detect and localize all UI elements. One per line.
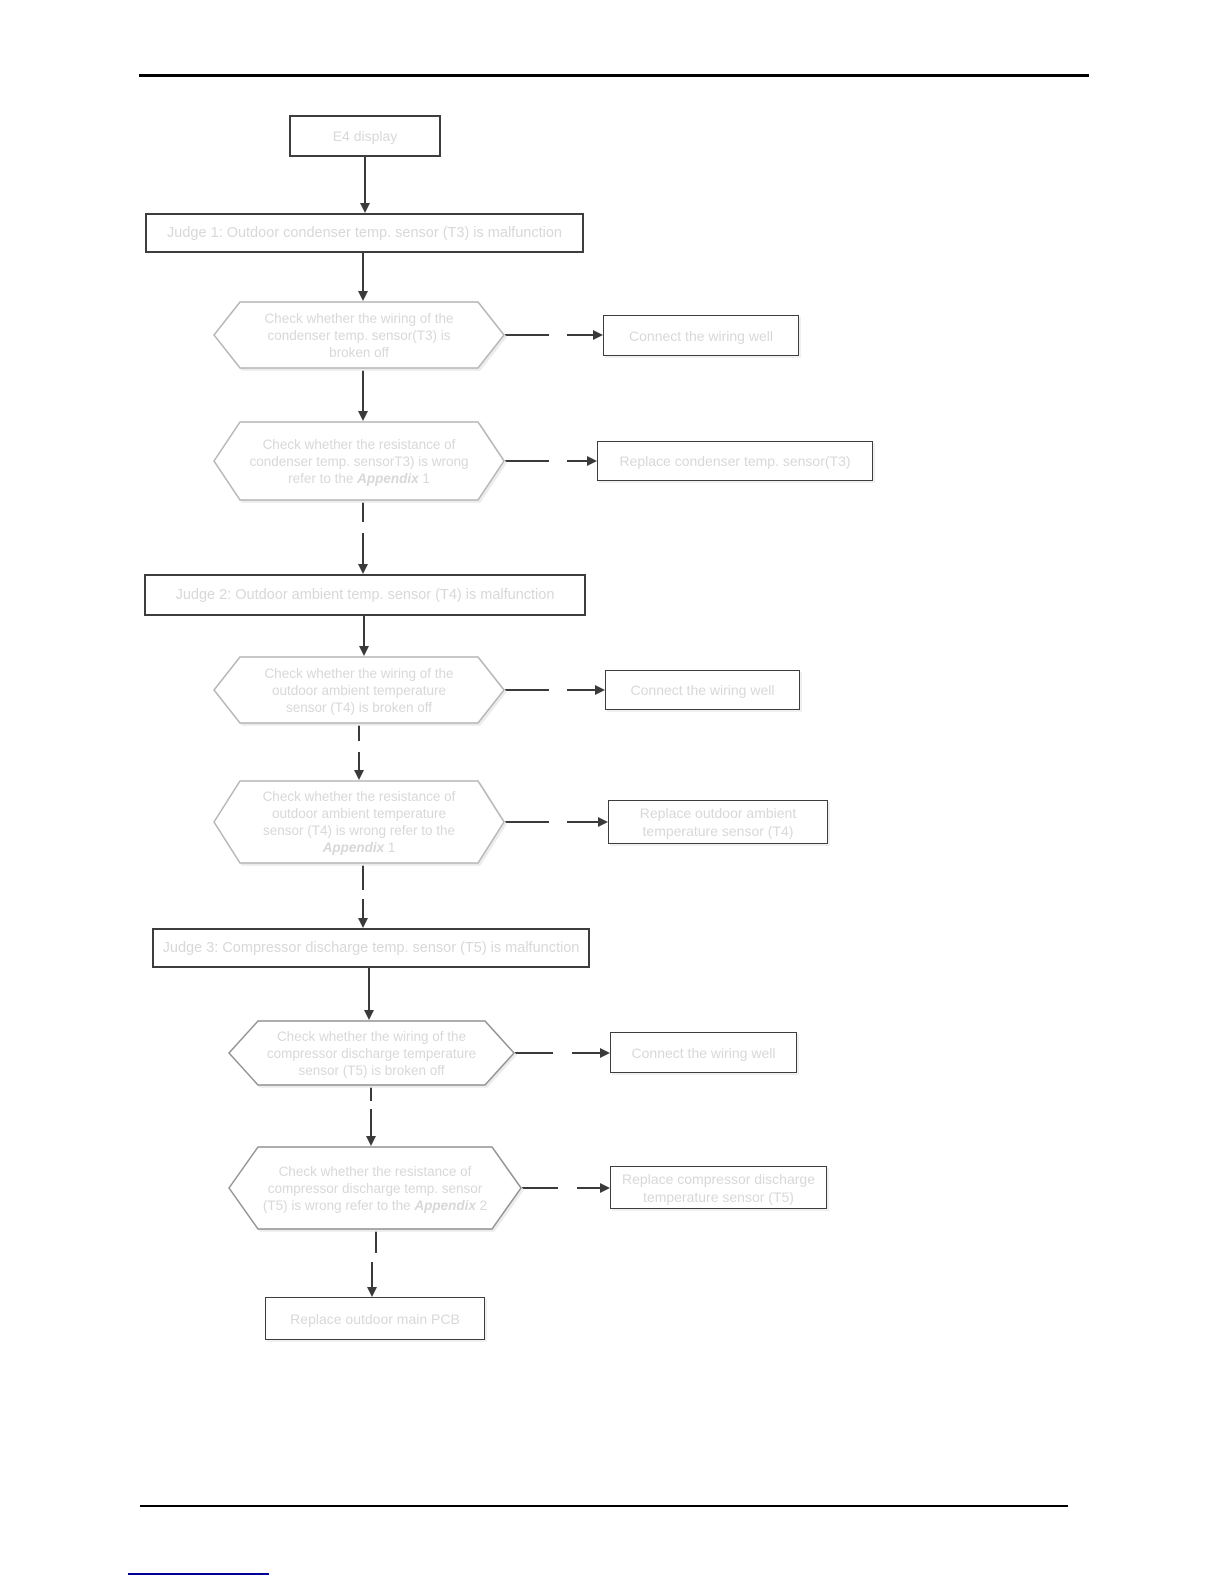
node-check-resistance-t5: Check whether the resistance of compress… xyxy=(228,1146,522,1230)
text-segment: 1 xyxy=(418,470,430,486)
node-check-wiring-t5: Check whether the wiring of the compress… xyxy=(228,1020,515,1086)
text-line: (T5) is wrong refer to the Appendix 2 xyxy=(263,1197,487,1214)
node-connect-wiring-3: Connect the wiring well xyxy=(610,1032,797,1073)
hexagon-shape xyxy=(213,301,505,369)
text-line: compressor discharge temperature xyxy=(266,1045,477,1061)
text-line: Check whether the resistance of xyxy=(262,789,456,804)
node-label: Connect the wiring well xyxy=(630,682,775,698)
text-segment: (T5) is wrong refer to the xyxy=(262,1197,415,1213)
text-line: Check whether the resistance of xyxy=(262,436,456,452)
node-replace-sensor-t5: Replace compressor discharge temperature… xyxy=(610,1166,827,1209)
node-judge1: Judge 1: Outdoor condenser temp. sensor … xyxy=(145,213,584,253)
text-segment-emphasis: Appendix xyxy=(322,840,385,855)
node-label: Judge 2: Outdoor ambient temp. sensor (T… xyxy=(175,587,555,603)
text-segment-emphasis: Appendix xyxy=(357,470,419,486)
text-segment-emphasis: Appendix xyxy=(414,1197,476,1213)
node-label: Replace compressor discharge xyxy=(622,1170,815,1187)
hexagon-shape xyxy=(228,1146,522,1230)
node-text: Check whether the wiring of the condense… xyxy=(213,301,505,369)
node-e4-display: E4 display xyxy=(289,115,441,157)
node-text: Check whether the wiring of the outdoor … xyxy=(213,656,505,724)
node-text: Check whether the resistance of outdoor … xyxy=(213,780,505,864)
node-replace-sensor-t4: Replace outdoor ambient temperature sens… xyxy=(608,800,828,844)
node-label: Connect the wiring well xyxy=(629,327,773,344)
node-connect-wiring-2: Connect the wiring well xyxy=(605,670,800,710)
text-line: broken off xyxy=(329,344,389,360)
node-label: Replace outdoor main PCB xyxy=(290,1310,460,1327)
node-label: Judge 1: Outdoor condenser temp. sensor … xyxy=(167,225,562,241)
node-check-wiring-t3: Check whether the wiring of the condense… xyxy=(213,301,505,369)
hexagon-shape xyxy=(213,421,505,501)
text-line: refer to the Appendix 1 xyxy=(288,470,430,487)
text-line: sensor (T5) is broken off xyxy=(298,1062,445,1078)
hexagon-shape xyxy=(213,780,505,864)
text-line: sensor (T4) is broken off xyxy=(285,699,433,715)
node-text: Check whether the wiring of the compress… xyxy=(228,1020,515,1086)
footer-rule xyxy=(140,1505,1068,1507)
text-line: Check whether the wiring of the xyxy=(264,665,454,681)
node-judge2: Judge 2: Outdoor ambient temp. sensor (T… xyxy=(144,574,586,616)
node-replace-main-pcb: Replace outdoor main PCB xyxy=(265,1297,485,1340)
text-segment: 2 xyxy=(475,1197,488,1213)
node-connect-wiring-1: Connect the wiring well xyxy=(603,315,799,356)
text-line: sensor (T4) is wrong refer to the xyxy=(262,823,456,838)
text-line: condenser temp. sensor(T3) is xyxy=(267,327,451,343)
node-judge3: Judge 3: Compressor discharge temp. sens… xyxy=(152,928,590,968)
node-label: temperature sensor (T4) xyxy=(642,823,794,839)
node-label: E4 display xyxy=(332,128,398,144)
node-label: Connect the wiring well xyxy=(631,1044,776,1061)
text-line: Check whether the resistance of xyxy=(278,1163,472,1179)
footer-link[interactable] xyxy=(128,1573,269,1575)
text-line: condenser temp. sensorT3) is wrong xyxy=(249,453,469,469)
node-text: Check whether the resistance of compress… xyxy=(228,1146,522,1230)
text-line: outdoor ambient temperature xyxy=(271,806,447,821)
text-line: outdoor ambient temperature xyxy=(271,682,447,698)
node-text: Check whether the resistance of condense… xyxy=(213,421,505,501)
node-check-wiring-t4: Check whether the wiring of the outdoor … xyxy=(213,656,505,724)
text-line: Check whether the wiring of the xyxy=(276,1028,467,1044)
node-replace-sensor-t3: Replace condenser temp. sensor(T3) xyxy=(597,441,873,481)
text-segment: 1 xyxy=(384,840,396,855)
node-label: Replace condenser temp. sensor(T3) xyxy=(619,453,851,469)
text-line: Appendix 1 xyxy=(323,839,396,856)
header-rule xyxy=(139,74,1089,77)
text-segment: refer to the xyxy=(288,470,358,486)
node-check-resistance-t4: Check whether the resistance of outdoor … xyxy=(213,780,505,864)
hexagon-shape xyxy=(213,656,505,724)
node-label: Replace outdoor ambient xyxy=(639,805,797,821)
node-check-resistance-t3: Check whether the resistance of condense… xyxy=(213,421,505,501)
text-line: compressor discharge temp. sensor xyxy=(267,1180,483,1196)
hexagon-shape xyxy=(228,1020,515,1086)
node-label: Judge 3: Compressor discharge temp. sens… xyxy=(162,940,580,956)
text-line: Check whether the wiring of the xyxy=(264,310,454,326)
node-label: temperature sensor (T5) xyxy=(643,1188,794,1205)
